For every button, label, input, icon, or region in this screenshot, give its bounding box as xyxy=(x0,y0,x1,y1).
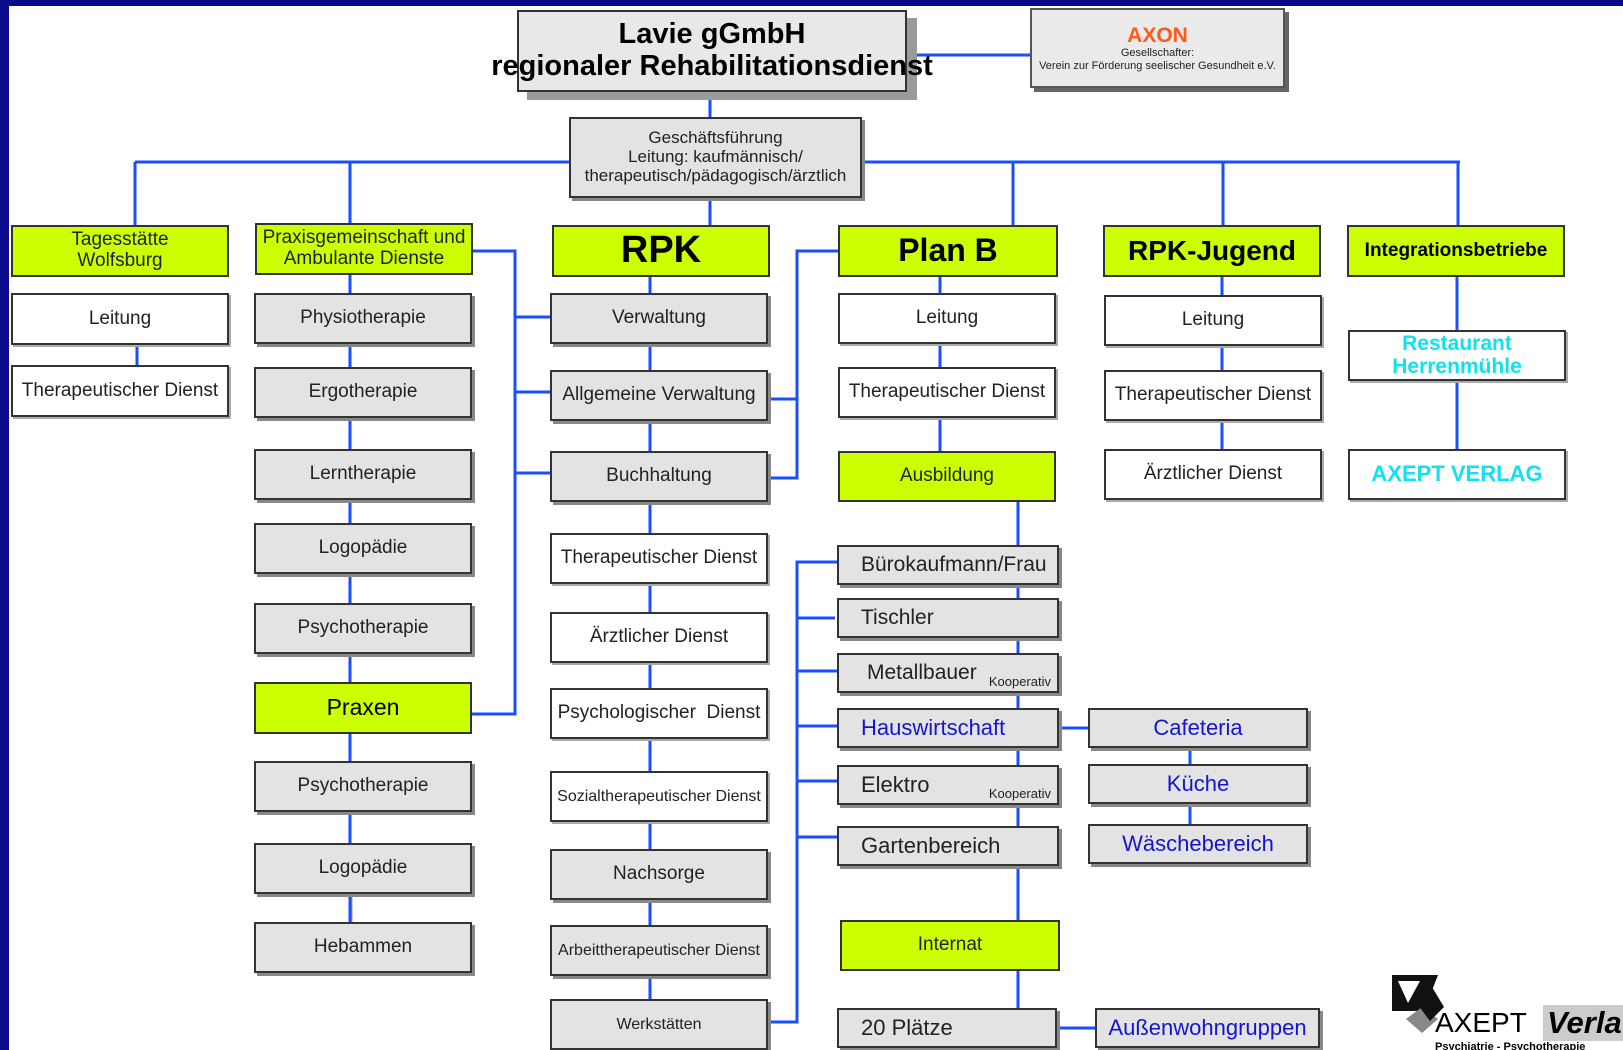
tagesstaette-leitung: Leitung xyxy=(11,293,229,345)
rpk-aerztlicher-dienst: Ärztlicher Dienst xyxy=(550,612,768,663)
elektro-kooperativ-note: Kooperativ xyxy=(988,785,1051,801)
praxis-logopaedie: Logopädie xyxy=(254,523,472,574)
management-line2: Leitung: kaufmännisch/ xyxy=(628,147,803,167)
planb-ausbildung: Ausbildung xyxy=(838,451,1056,502)
planb-therapeutischer-dienst: Therapeutischer Dienst xyxy=(838,367,1056,418)
tagesstaette-header: Tagesstätte Wolfsburg xyxy=(11,225,229,277)
trade-elektro-label: Elektro xyxy=(861,771,930,797)
praxen-hebammen: Hebammen xyxy=(254,922,472,973)
praxis-physiotherapie: Physiotherapie xyxy=(254,293,472,344)
rpk-sozialtherapeutischer-dienst: Sozialtherapeutischer Dienst xyxy=(550,771,768,822)
restaurant-line1: Restaurant xyxy=(1402,332,1512,356)
metallbauer-kooperativ-note: Kooperativ xyxy=(988,673,1051,689)
hw-kueche: Küche xyxy=(1088,764,1308,804)
restaurant-line2: Herrenmühle xyxy=(1392,354,1522,378)
management-box: Geschäftsführung Leitung: kaufmännisch/ … xyxy=(569,117,862,198)
tagesstaette-line1: Tagesstätte xyxy=(71,229,169,251)
rpk-jugend-header: RPK-Jugend xyxy=(1103,225,1321,277)
trade-metallbauer: Metallbauer Kooperativ xyxy=(837,653,1059,693)
rpk-header: RPK xyxy=(552,225,770,277)
praxen-header: Praxen xyxy=(254,682,472,734)
trade-elektro: Elektro Kooperativ xyxy=(837,765,1059,805)
planb-20-plaetze: 20 Plätze xyxy=(837,1008,1057,1048)
praxis-line1: Praxisgemeinschaft und xyxy=(262,227,466,249)
rpkj-leitung: Leitung xyxy=(1104,295,1322,346)
praxen-logopaedie: Logopädie xyxy=(254,843,472,894)
management-line3: therapeutisch/pädagogisch/ärztlich xyxy=(584,165,847,185)
tagesstaette-line2: Wolfsburg xyxy=(77,250,163,271)
axon-shareholder-box: AXON Gesellschafter: Verein zur Förderun… xyxy=(1030,8,1285,88)
praxis-ergotherapie: Ergotherapie xyxy=(254,367,472,418)
integrationsbetriebe-header: Integrationsbetriebe xyxy=(1347,225,1565,277)
rpk-buchhaltung: Buchhaltung xyxy=(550,451,768,502)
praxis-line2: Ambulante Dienste xyxy=(283,248,445,269)
restaurant-herrenmuehle: Restaurant Herrenmühle xyxy=(1348,330,1566,381)
planb-header: Plan B xyxy=(838,225,1058,277)
rpk-arbeittherapeutischer-dienst: Arbeittherapeutischer Dienst xyxy=(550,925,768,976)
rpkj-aerztlicher-dienst: Ärztlicher Dienst xyxy=(1104,449,1322,500)
rpk-werkstaetten: Werkstätten xyxy=(550,999,768,1050)
axept-verlag-box: AXEPT VERLAG xyxy=(1348,449,1566,500)
rpk-verwaltung: Verwaltung xyxy=(550,293,768,344)
management-line1: Geschäftsführung xyxy=(648,128,783,148)
rpk-allgemeine-verwaltung: Allgemeine Verwaltung xyxy=(550,370,768,421)
trade-metallbauer-label: Metallbauer xyxy=(867,661,977,685)
praxen-psychotherapie: Psychotherapie xyxy=(254,761,472,812)
praxis-lerntherapie: Lerntherapie xyxy=(254,449,472,500)
trade-tischler: Tischler xyxy=(837,598,1059,638)
rpk-psychologischer-dienst: Psychologischer Dienst xyxy=(550,688,768,739)
axon-label: Gesellschafter: xyxy=(1120,47,1195,60)
trade-gartenbereich: Gartenbereich xyxy=(837,826,1059,866)
planb-leitung: Leitung xyxy=(838,293,1056,344)
frame-top xyxy=(0,0,1623,6)
frame-left xyxy=(0,0,9,1050)
logo-subtitle: Psychiatrie - Psychotherapie xyxy=(1435,1041,1586,1050)
planb-internat: Internat xyxy=(840,920,1060,971)
praxisgemeinschaft-header: Praxisgemeinschaft und Ambulante Dienste xyxy=(255,223,473,275)
trade-buerokaufmann: Bürokaufmann/Frau xyxy=(837,545,1059,585)
rpkj-therapeutischer-dienst: Therapeutischer Dienst xyxy=(1104,370,1322,421)
hw-waeschebereich: Wäschebereich xyxy=(1088,824,1308,864)
rpk-therapeutischer-dienst: Therapeutischer Dienst xyxy=(550,533,768,584)
axon-name: AXON xyxy=(1127,24,1188,48)
title-line2: regionaler Rehabilitationsdienst xyxy=(491,50,933,82)
aussenwohngruppen: Außenwohngruppen xyxy=(1095,1008,1320,1048)
rpk-nachsorge: Nachsorge xyxy=(550,849,768,900)
logo-axept-text: AXEPT xyxy=(1435,1007,1527,1038)
hw-cafeteria: Cafeteria xyxy=(1088,708,1308,748)
axon-org: Verein zur Förderung seelischer Gesundhe… xyxy=(1039,59,1276,72)
tagesstaette-therapeutischer-dienst: Therapeutischer Dienst xyxy=(11,365,229,417)
axept-verlag-logo: AXEPT Verla Psychiatrie - Psychotherapie xyxy=(1388,975,1623,1050)
logo-graphic xyxy=(1392,975,1444,1033)
trade-hauswirtschaft: Hauswirtschaft xyxy=(837,708,1059,748)
title-line1: Lavie gGmbH xyxy=(618,18,806,51)
logo-verlag-text: Verla xyxy=(1543,1005,1623,1041)
organization-title-box: Lavie gGmbH regionaler Rehabilitationsdi… xyxy=(491,10,933,92)
praxis-psychotherapie: Psychotherapie xyxy=(254,603,472,654)
